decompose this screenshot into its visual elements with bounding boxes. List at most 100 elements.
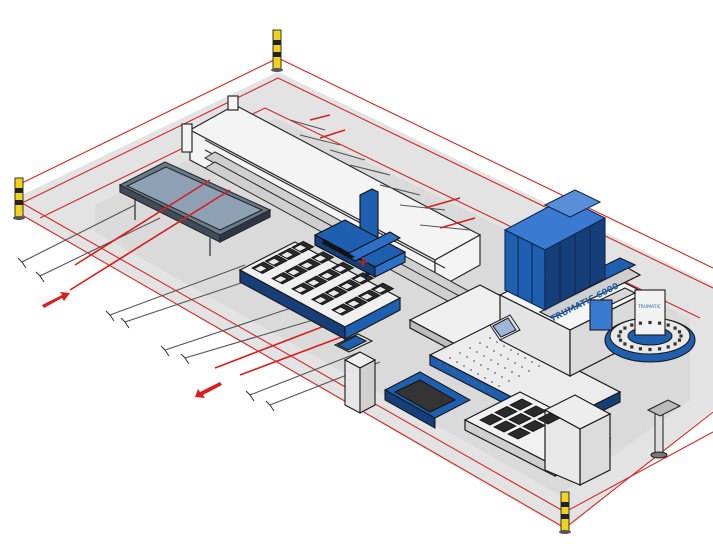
tool-slots: [617, 320, 683, 352]
table-brush-dot: [493, 350, 495, 352]
table-brush-dot: [467, 378, 469, 380]
table-brush-dot: [531, 361, 533, 363]
control-panel-icon: [333, 333, 377, 414]
tool-changer: [589, 287, 696, 363]
scrap-bins: [383, 371, 472, 429]
table-brush-dot: [439, 362, 441, 364]
tool-slot: [617, 334, 621, 338]
table-brush-dot: [500, 354, 502, 356]
material-flow-lines: [69, 114, 476, 376]
unloading-bins: [479, 398, 561, 440]
tool-slot: [630, 345, 634, 349]
machine-monitor: [489, 314, 521, 341]
tool-slot: [618, 338, 623, 342]
pallet-cell-inner: [372, 285, 388, 294]
safety-post-icon: [271, 29, 283, 72]
tool-slot: [673, 342, 677, 346]
electrical-cabinet: [503, 189, 607, 311]
table-brush-dot: [481, 386, 483, 388]
tool-changer-label: TRUMATIC: [637, 304, 661, 310]
table-brush-dot: [508, 380, 510, 382]
tool-slot: [666, 345, 670, 349]
table-brush-dot: [469, 347, 471, 349]
pallet-cell-inner: [293, 285, 308, 294]
tool-slot: [677, 338, 682, 342]
operator-terminal: [646, 399, 682, 459]
tool-slot: [679, 334, 683, 338]
pallet-cell-inner: [359, 292, 375, 301]
table-brush-dot: [480, 364, 482, 366]
unload-bin: [494, 406, 518, 418]
table-brush-dot: [466, 356, 468, 358]
table-brush-dot: [479, 342, 481, 344]
gantry-crossbeam-markers: [358, 257, 368, 267]
table-brush-dot: [456, 361, 458, 363]
pallet-cell-inner: [346, 299, 362, 308]
unload-bin: [537, 412, 561, 425]
pallet-cell-inner: [279, 250, 295, 259]
table-brush-dot: [524, 357, 526, 359]
tool-slot: [648, 347, 652, 352]
table-brush-dot: [498, 385, 500, 387]
table-brush-dot: [521, 366, 523, 368]
table-brush-dot: [483, 355, 485, 357]
tool-slot: [630, 323, 634, 327]
table-brush-dot: [494, 372, 496, 374]
pallet-cell-inner: [292, 244, 308, 252]
pallet-cell-inner: [332, 306, 348, 315]
table-brush-dot: [517, 353, 519, 355]
table-brush-dot: [490, 359, 492, 361]
table-brush-dot: [497, 363, 499, 365]
raw-sheet-table: [118, 161, 272, 256]
table-brush-dot: [474, 382, 476, 384]
pallet-cell-inner: [266, 257, 282, 266]
table-brush-dot: [473, 360, 475, 362]
pallet-cell-inner: [326, 289, 342, 298]
pallet-cell-inner: [339, 282, 355, 291]
unload-bin: [493, 420, 517, 433]
table-brush-dot: [459, 352, 461, 354]
table-brush-dot: [507, 358, 509, 360]
flow-arrow-icon: [195, 382, 222, 398]
table-brush-dot: [501, 376, 503, 378]
table-brush-dot: [488, 390, 490, 392]
table-brush-dot: [518, 375, 520, 377]
unload-bin: [523, 405, 547, 418]
table-brush-dot: [538, 365, 540, 367]
pallet-cell-inner: [312, 296, 328, 304]
tool-slot: [666, 323, 670, 327]
pallet-cell-inner: [306, 278, 322, 287]
safety-post-icon: [13, 177, 25, 220]
tool-slot: [677, 330, 682, 334]
pallet-cell-inner: [352, 275, 368, 284]
table-brush-dot: [514, 362, 516, 364]
table-brush-dot: [489, 337, 491, 339]
tool-slot: [657, 321, 662, 325]
unload-bin: [509, 398, 533, 411]
table-brush-dot: [484, 377, 486, 379]
tool-slot: [623, 326, 627, 330]
tool-slot: [638, 347, 643, 351]
safety-post-icon: [559, 491, 571, 534]
table-brush-dot: [511, 371, 513, 373]
table-brush-dot: [470, 369, 472, 371]
unload-bin: [522, 420, 546, 432]
table-brush-dot: [486, 346, 488, 348]
table-brush-dot: [477, 373, 479, 375]
table-brush-dot: [453, 370, 455, 372]
unload-bin: [508, 413, 532, 425]
unload-bin: [507, 427, 531, 440]
loader-gantry: SheetMaster: [313, 188, 407, 278]
table-brush-dot: [504, 367, 506, 369]
table-brush-dot: [449, 357, 451, 359]
flow-arrow-icon: [42, 292, 70, 308]
table-brush-dot: [496, 341, 498, 343]
pallet-cell-inner: [312, 254, 328, 263]
rod-feet: [17, 257, 275, 412]
table-brush-dot: [491, 381, 493, 383]
table-brush-dot: [460, 374, 462, 376]
unload-bin: [479, 413, 503, 426]
pallet-cell-inner: [299, 261, 315, 270]
tool-slot: [618, 330, 623, 334]
